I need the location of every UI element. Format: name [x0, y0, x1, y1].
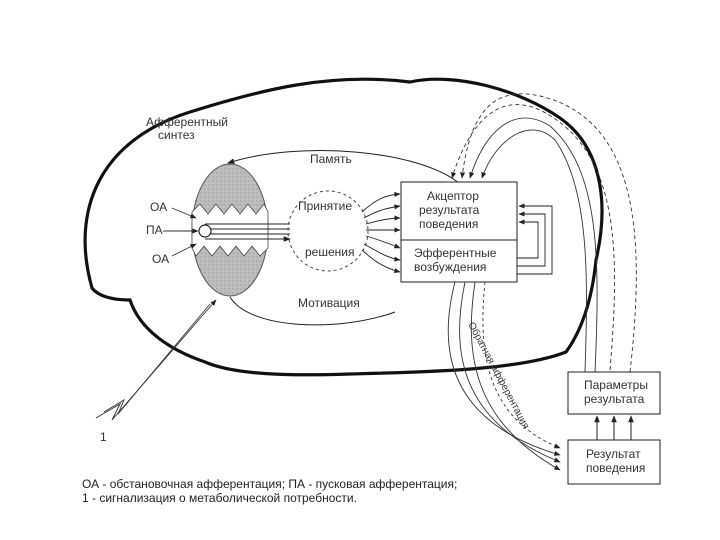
memory-label: Память [310, 152, 352, 166]
metabolic-signal-arrow [95, 299, 217, 421]
reverse-afferentation-curves [451, 93, 637, 373]
acceptor-box [400, 181, 518, 241]
afferent-synthesis-oval [191, 163, 269, 297]
pa-label: ПА [146, 223, 163, 237]
oa-bottom-label: ОА [152, 252, 170, 266]
acceptor-line1: Акцептор [427, 189, 479, 203]
decision-circle [287, 190, 369, 272]
caption-line2: 1 - сигнализация о метаболической потреб… [82, 491, 357, 505]
afferent-synthesis-line1: Афферентный [146, 115, 228, 129]
efferent-line2: возбуждения [414, 260, 487, 274]
afferent-synthesis-line2: синтез [158, 128, 195, 142]
memory-arrow [227, 150, 461, 185]
pa-node [198, 224, 212, 238]
params-box [567, 371, 661, 415]
efferent-acceptor-loops [517, 203, 553, 275]
afferent-synthesis-label: Афферентный синтез [146, 116, 228, 142]
result-box [567, 439, 661, 485]
oa-pa-input-arrows [163, 207, 199, 257]
acceptor-line2: результата [419, 203, 480, 217]
params-line2: результата [584, 392, 645, 406]
acceptor-text: Акцептор результата поведения [419, 189, 479, 231]
result-text: Результат поведения [586, 447, 645, 475]
efferent-output-lines [447, 281, 561, 471]
caption-line1: ОА - обстановочная афферентация; ПА - пу… [82, 477, 458, 491]
params-text: Параметры результата [584, 378, 648, 406]
integration-lines [205, 223, 291, 242]
params-line1: Параметры [584, 378, 648, 392]
signal-marker-label: 1 [100, 430, 107, 444]
efferent-line1: Эфферентные [414, 246, 497, 260]
oa-top-label: ОА [150, 200, 168, 214]
motivation-arrow [229, 296, 396, 326]
decision-label-2: решения [305, 245, 355, 259]
decision-label-1: Принятие [298, 199, 352, 213]
result-line2: поведения [586, 461, 646, 475]
efferent-text: Эфферентные возбуждения [414, 246, 496, 274]
efferent-box [400, 239, 518, 283]
decision-fan-arrows [361, 191, 401, 273]
motivation-label: Мотивация [298, 296, 360, 310]
result-line1: Результат [586, 447, 641, 461]
result-to-params-arrows [594, 415, 634, 440]
acceptor-line3: поведения [419, 217, 479, 231]
